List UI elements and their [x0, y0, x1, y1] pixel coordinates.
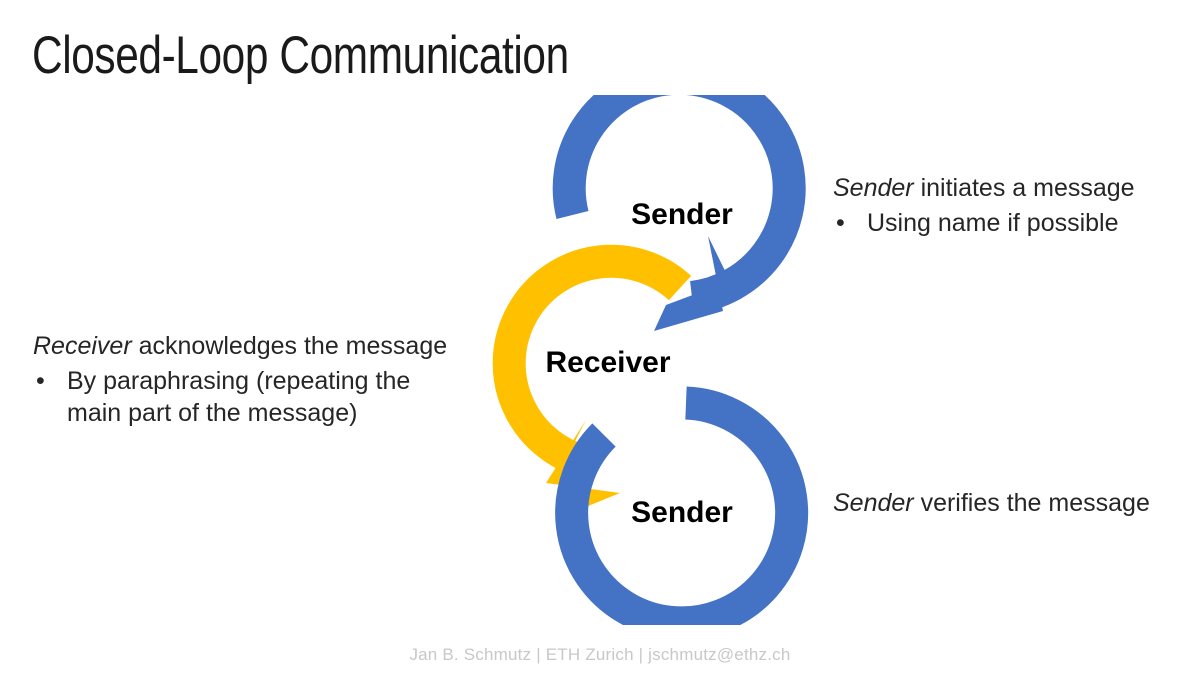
bullet-dot-icon: •	[836, 208, 845, 237]
list-item: • Using name if possible	[833, 207, 1135, 240]
list-item-text: By paraphrasing (repeating the main part…	[67, 366, 411, 428]
page-title: Closed-Loop Communication	[32, 26, 569, 85]
sender-top-ring-arrow	[552, 61, 806, 331]
callout-sender-verifies-emphasis: Sender	[833, 489, 914, 517]
node-label-sender-top: Sender	[631, 198, 733, 231]
callout-receiver-acknowledges: Receiver acknowledges the message • By p…	[33, 330, 503, 430]
sender-bottom-ring	[555, 386, 809, 640]
list-item: • By paraphrasing (repeating the main pa…	[33, 365, 503, 430]
bullet-dot-icon: •	[36, 366, 45, 395]
callout-receiver-acknowledges-bullets: • By paraphrasing (repeating the main pa…	[33, 365, 503, 430]
slide-footer: Jan B. Schmutz | ETH Zurich | jschmutz@e…	[409, 645, 791, 664]
receiver-ring-arrow	[492, 244, 692, 515]
callout-sender-verifies-lead: Sender verifies the message	[833, 487, 1150, 520]
closed-loop-diagram-svg	[492, 61, 809, 640]
callout-receiver-acknowledges-emphasis: Receiver	[33, 332, 132, 360]
callout-sender-verifies-rest: verifies the message	[913, 489, 1150, 517]
node-label-sender-bottom: Sender	[631, 496, 733, 529]
list-item-text: Using name if possible	[867, 208, 1119, 237]
node-label-receiver: Receiver	[545, 346, 671, 379]
callout-sender-initiates-bullets: • Using name if possible	[833, 207, 1135, 240]
callout-sender-initiates: Sender initiates a message • Using name …	[833, 172, 1135, 239]
callout-sender-initiates-rest: initiates a message	[913, 174, 1135, 202]
callout-receiver-acknowledges-rest: acknowledges the message	[131, 332, 448, 360]
callout-sender-initiates-lead: Sender initiates a message	[833, 172, 1135, 205]
callout-sender-verifies: Sender verifies the message	[833, 487, 1150, 520]
closed-loop-diagram: Sender Receiver Sender	[480, 61, 840, 640]
callout-receiver-acknowledges-lead: Receiver acknowledges the message	[33, 330, 503, 363]
callout-sender-initiates-emphasis: Sender	[833, 174, 914, 202]
